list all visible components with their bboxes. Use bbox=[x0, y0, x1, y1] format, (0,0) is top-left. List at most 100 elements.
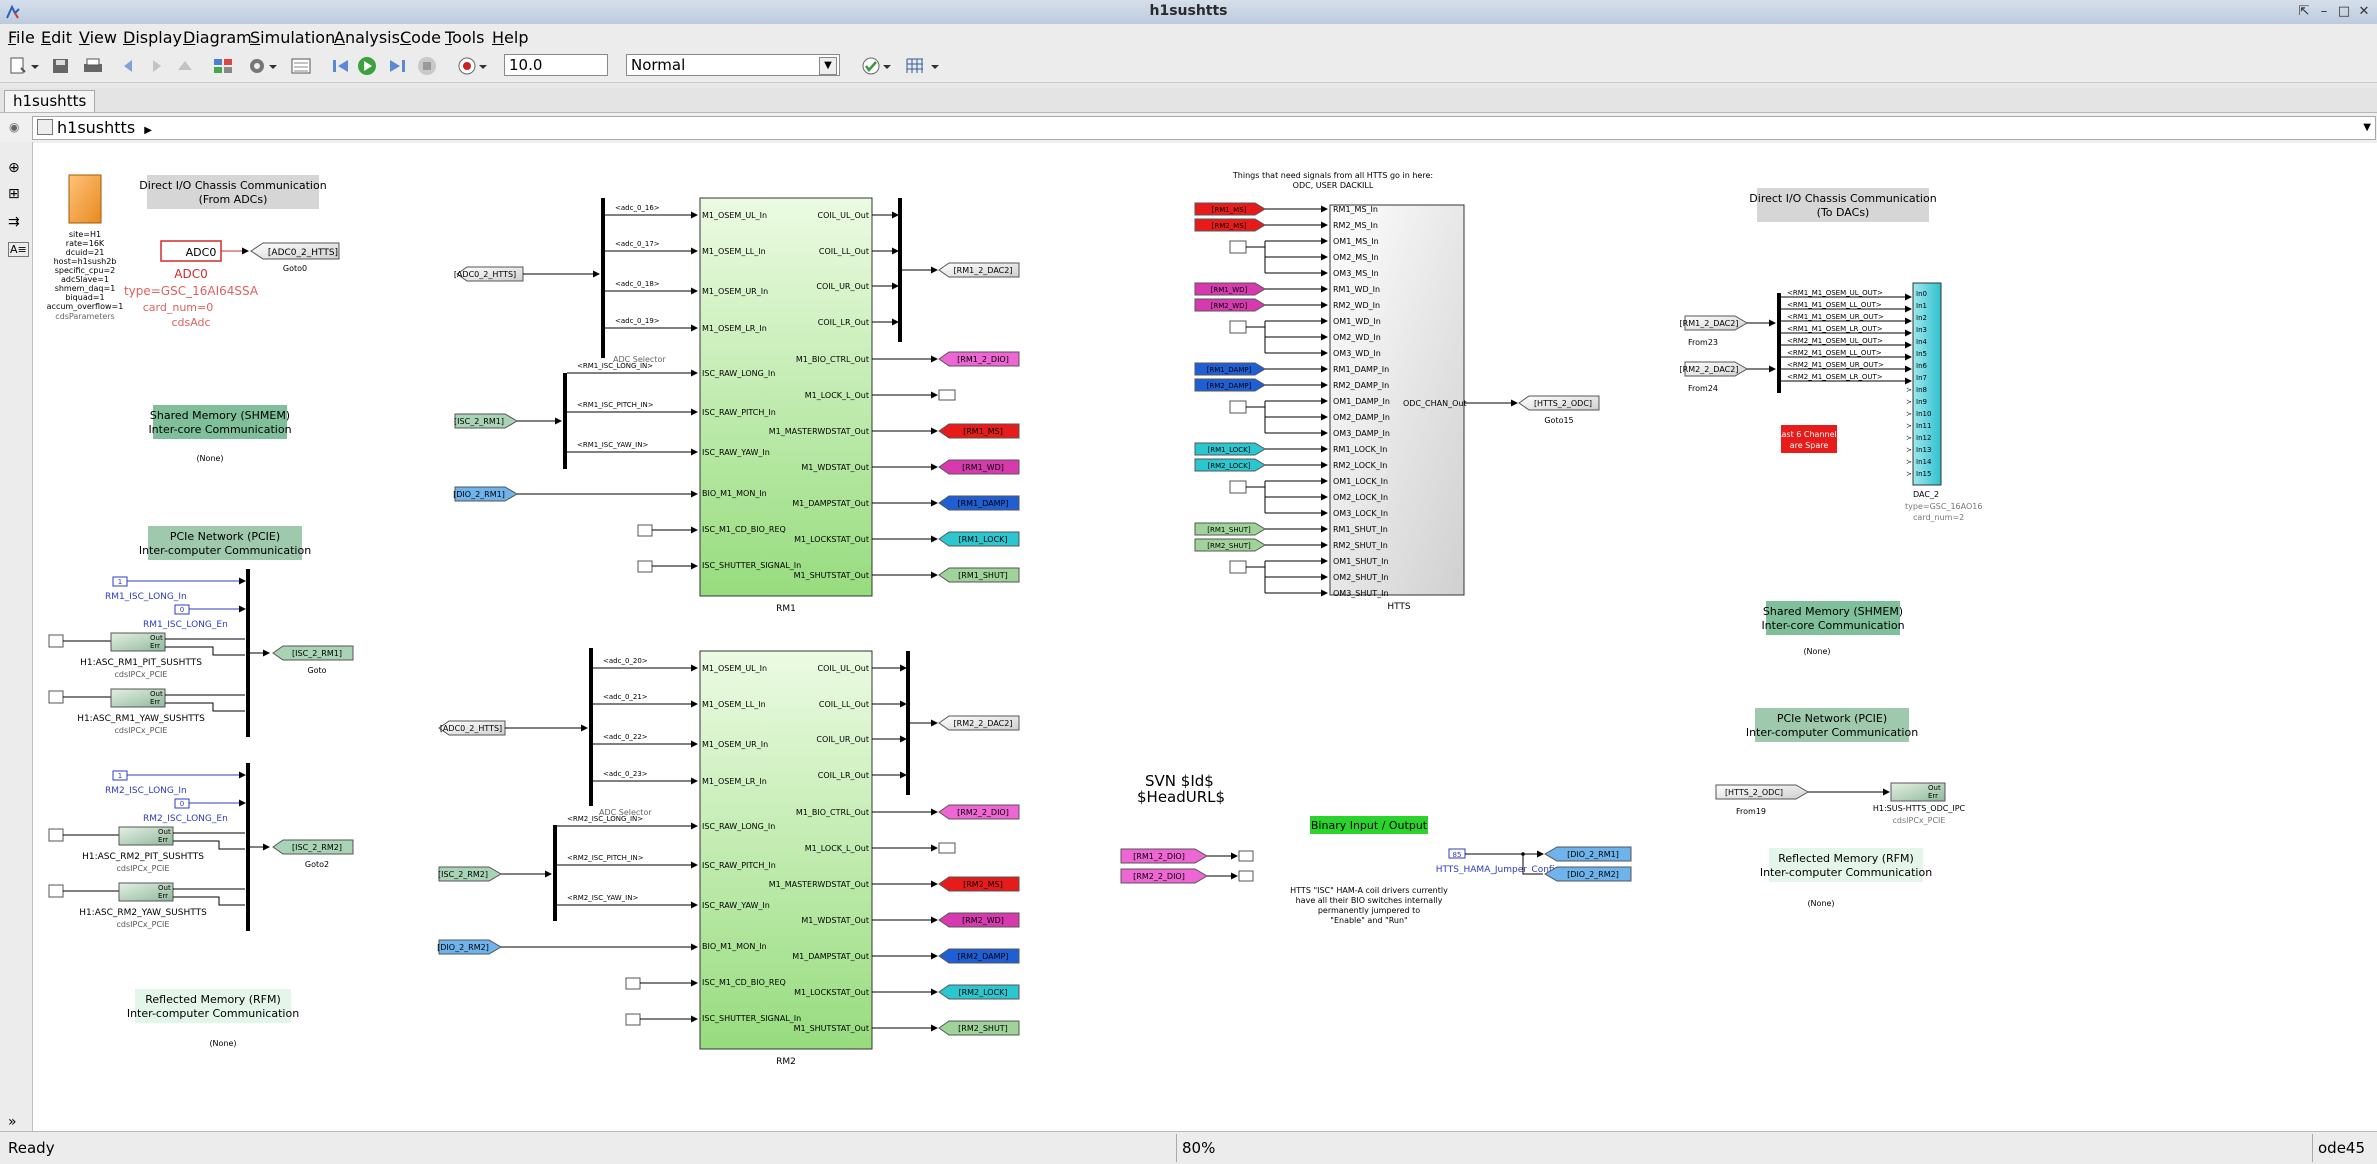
back-icon[interactable] bbox=[118, 56, 140, 76]
from-block[interactable] bbox=[1194, 362, 1266, 376]
svg-text:cdsIPCx_PCIE: cdsIPCx_PCIE bbox=[115, 726, 168, 735]
print-icon[interactable] bbox=[82, 56, 104, 76]
param-line: dcuid=21 bbox=[66, 248, 105, 257]
goto-block[interactable] bbox=[938, 804, 1020, 820]
stop-icon[interactable] bbox=[416, 56, 438, 76]
ground-block[interactable] bbox=[1229, 320, 1247, 334]
arrow-right-icon[interactable]: ⇉ bbox=[8, 214, 20, 230]
solver-name[interactable]: ode45 bbox=[2318, 1139, 2366, 1157]
from-block[interactable] bbox=[1194, 442, 1266, 456]
menu-diagram[interactable]: Diagram bbox=[183, 28, 252, 47]
htts-group[interactable]: Things that need signals from all HTTS g… bbox=[1194, 171, 1600, 612]
from-block[interactable] bbox=[1194, 458, 1266, 472]
forward-icon[interactable] bbox=[146, 56, 168, 76]
goto-block[interactable] bbox=[938, 351, 1020, 367]
goto0-block[interactable]: [ADC0_2_HTTS] Goto0 bbox=[250, 242, 340, 273]
maximize-icon[interactable]: □ bbox=[2337, 4, 2351, 19]
goto-block[interactable] bbox=[938, 1020, 1020, 1036]
menu-display[interactable]: Display bbox=[123, 28, 182, 47]
goto-block[interactable] bbox=[938, 495, 1020, 511]
goto-block[interactable] bbox=[938, 912, 1020, 928]
explorer-icon[interactable] bbox=[290, 56, 312, 76]
model-advisor-check-icon[interactable] bbox=[860, 56, 882, 76]
breadcrumb-arrow-icon[interactable]: ▶ bbox=[144, 125, 152, 136]
minimize-icon[interactable]: – bbox=[2320, 4, 2328, 19]
hide-explorer-icon[interactable]: ◉ bbox=[9, 120, 20, 134]
breadcrumb-dropdown-icon[interactable]: ▼ bbox=[2363, 122, 2371, 133]
ground-block[interactable] bbox=[1229, 240, 1247, 254]
input-port-label: ISC_SHUTTER_SIGNAL_In bbox=[702, 1014, 801, 1023]
menu-analysis[interactable]: Analysis bbox=[334, 28, 400, 47]
svg-text:(None): (None) bbox=[209, 1039, 236, 1048]
zoom-icon[interactable]: ⊕ bbox=[8, 160, 20, 176]
close-icon[interactable]: ✕ bbox=[2358, 4, 2370, 19]
terminator-block[interactable] bbox=[938, 842, 956, 854]
stop-time-input[interactable]: 10.0 bbox=[504, 54, 608, 76]
menu-tools[interactable]: Tools bbox=[445, 28, 485, 47]
pcie-rm2-group[interactable]: 1 RM2_ISC_LONG_In 0 RM2_ISC_LONG_En OutE… bbox=[48, 763, 354, 931]
binary-io-group[interactable]: Binary Input / Output [RM1_2_DIO] [RM2_2… bbox=[1120, 816, 1632, 925]
signal-label: <RM2_M1_OSEM_UR_OUT> bbox=[1787, 361, 1884, 369]
record-icon[interactable] bbox=[456, 56, 478, 76]
settings-dropdown-icon[interactable] bbox=[268, 56, 290, 76]
library-browser-icon[interactable] bbox=[212, 56, 234, 76]
dac2-group[interactable]: [RM1_2_DAC2] From23 [RM2_2_DAC2] From24 … bbox=[1680, 282, 1983, 522]
cds-parameters-block[interactable]: site=H1 rate=16K dcuid=21 host=h1sush2b … bbox=[47, 174, 124, 321]
pcie-rm1-group[interactable]: 1 RM1_ISC_LONG_In 0 RM1_ISC_LONG_En OutE… bbox=[48, 569, 354, 737]
new-model-icon[interactable] bbox=[8, 56, 30, 76]
restore-icon[interactable]: ⇱ bbox=[2298, 4, 2310, 19]
menu-edit[interactable]: Edit bbox=[41, 28, 72, 47]
ground-block[interactable] bbox=[1229, 400, 1247, 414]
record-dropdown-icon[interactable] bbox=[478, 56, 500, 76]
goto-block[interactable] bbox=[938, 423, 1020, 439]
menu-file[interactable]: File bbox=[8, 28, 35, 47]
step-forward-icon[interactable] bbox=[386, 56, 408, 76]
goto-block[interactable] bbox=[938, 459, 1020, 475]
save-icon[interactable] bbox=[50, 56, 72, 76]
fit-view-icon[interactable]: ⊞ bbox=[8, 186, 20, 202]
from-block[interactable] bbox=[1194, 218, 1266, 232]
menu-view[interactable]: View bbox=[79, 28, 117, 47]
goto-block[interactable] bbox=[938, 531, 1020, 547]
output-port-label: M1_MASTERWDSTAT_Out bbox=[769, 427, 869, 436]
adc0-block[interactable]: ADC0 ADC0 type=GSC_16AI64SSA card_num=0 … bbox=[124, 240, 259, 329]
from-block[interactable] bbox=[1194, 522, 1266, 536]
run-icon[interactable] bbox=[356, 56, 378, 76]
menu-simulation[interactable]: Simulation bbox=[250, 28, 336, 47]
grid-build-icon[interactable] bbox=[904, 56, 926, 76]
expand-icon[interactable]: » bbox=[8, 1114, 17, 1130]
terminator-block[interactable] bbox=[938, 389, 956, 401]
settings-gear-icon[interactable] bbox=[246, 56, 268, 76]
from-block[interactable] bbox=[1194, 378, 1266, 392]
from-tag: [RM2_SHUT] bbox=[1207, 542, 1251, 550]
check-dropdown-icon[interactable] bbox=[882, 56, 904, 76]
up-icon[interactable] bbox=[174, 56, 196, 76]
from-block[interactable] bbox=[1194, 202, 1266, 216]
diagram-canvas[interactable]: site=H1 rate=16K dcuid=21 host=h1sush2b … bbox=[33, 143, 2377, 1131]
goto-block[interactable] bbox=[938, 876, 1020, 892]
ground-block[interactable] bbox=[1229, 560, 1247, 574]
breadcrumb[interactable]: h1sushtts ▶ ▼ bbox=[32, 116, 2376, 140]
simulation-mode-select[interactable]: Normal ▼ bbox=[626, 54, 840, 76]
menu-code[interactable]: Code bbox=[400, 28, 441, 47]
annotation-icon[interactable]: A≡ bbox=[8, 242, 29, 257]
breadcrumb-model[interactable]: h1sushtts bbox=[57, 118, 136, 137]
build-dropdown-icon[interactable] bbox=[930, 56, 952, 76]
goto-block[interactable] bbox=[938, 984, 1020, 1000]
menu-help[interactable]: Help bbox=[492, 28, 529, 47]
input-port-label: OM2_SHUT_In bbox=[1333, 573, 1389, 582]
tab-h1sushtts[interactable]: h1sushtts bbox=[4, 90, 96, 112]
new-dropdown-icon[interactable] bbox=[30, 56, 52, 76]
goto-block[interactable] bbox=[938, 567, 1020, 583]
section-shmem-right: Shared Memory (SHMEM) Inter-core Communi… bbox=[1761, 601, 1905, 656]
from-block[interactable] bbox=[1194, 282, 1266, 296]
ground-block[interactable] bbox=[1229, 480, 1247, 494]
rm2-group[interactable]: [ADC0_2_HTTS] ADC Selector <adc_0_20><ad… bbox=[437, 648, 1020, 1067]
from-block[interactable] bbox=[1194, 538, 1266, 552]
from-block[interactable] bbox=[1194, 298, 1266, 312]
rm1-group[interactable]: [ADC0_2_HTTS] ADC Selector <adc_0_16><ad… bbox=[453, 197, 1020, 614]
block-diagram[interactable]: site=H1 rate=16K dcuid=21 host=h1sush2b … bbox=[33, 143, 2377, 1131]
goto-block[interactable] bbox=[938, 948, 1020, 964]
step-back-icon[interactable] bbox=[330, 56, 352, 76]
